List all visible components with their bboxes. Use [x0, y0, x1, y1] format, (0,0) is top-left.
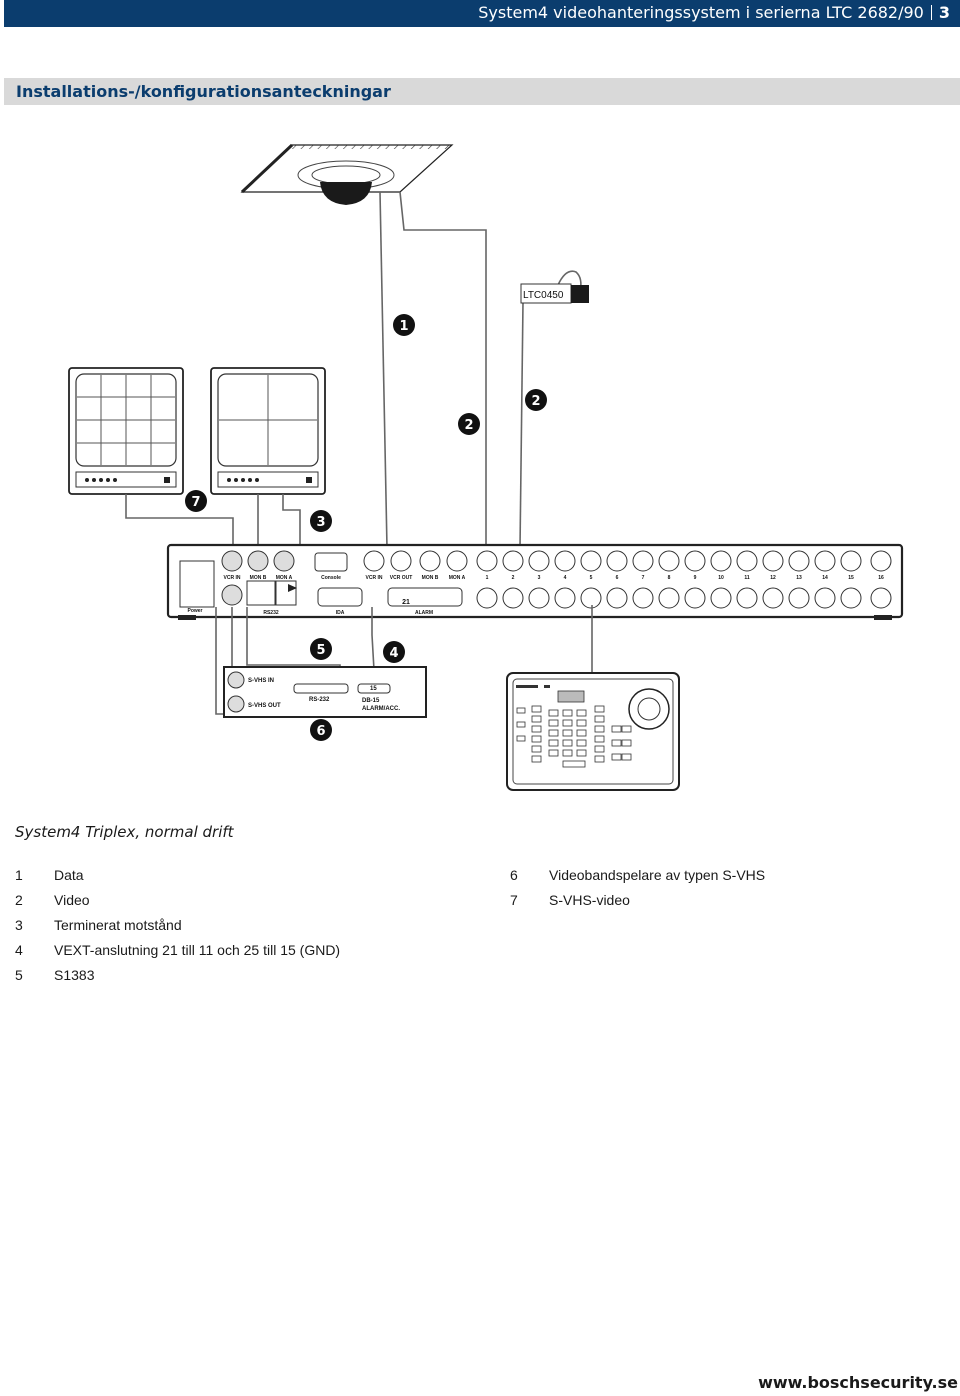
legend-text: Video	[54, 892, 90, 908]
legend-number: 1	[15, 867, 23, 883]
svg-text:2: 2	[464, 418, 473, 433]
console-keyboard	[506, 672, 680, 791]
wiring-diagram: LTC0450 1 2 2 7 3 5 4 6	[68, 143, 904, 791]
svg-text:IDA: IDA	[336, 610, 345, 616]
legend-text: VEXT-anslutning 21 till 11 och 25 till 1…	[54, 942, 341, 958]
svg-text:S-VHS OUT: S-VHS OUT	[248, 703, 281, 709]
figure-caption: System4 Triplex, normal drift	[15, 823, 234, 841]
svg-text:11: 11	[744, 575, 750, 581]
keypad-device: LTC0450	[520, 283, 589, 304]
svg-text:VCR IN: VCR IN	[224, 575, 241, 581]
svg-text:16: 16	[878, 575, 884, 581]
svg-text:1: 1	[399, 319, 408, 334]
callout-5: 5	[310, 638, 332, 660]
footer-url[interactable]: www.boschsecurity.se	[758, 1373, 958, 1392]
svg-text:VCR OUT: VCR OUT	[390, 575, 413, 581]
legend-item: 4 VEXT-anslutning 21 till 11 och 25 till …	[15, 939, 340, 964]
legend-item: 6 Videobandspelare av typen S-VHS	[510, 864, 765, 889]
callout-1: 1	[393, 314, 415, 336]
legend-number: 3	[15, 917, 23, 933]
svg-text:VCR IN: VCR IN	[366, 575, 383, 581]
svg-text:5: 5	[590, 575, 593, 581]
legend-text: Videobandspelare av typen S-VHS	[549, 867, 766, 883]
svg-text:MON A: MON A	[449, 575, 466, 581]
legend-text: S1383	[54, 967, 95, 983]
svg-text:7: 7	[642, 575, 645, 581]
legend-item: 7 S-VHS-video	[510, 889, 765, 914]
svg-text:RS-232: RS-232	[309, 697, 330, 703]
legend-number: 2	[15, 892, 23, 908]
callout-6: 6	[310, 719, 332, 741]
svg-text:RS232: RS232	[263, 610, 279, 616]
header-separator	[930, 5, 932, 20]
svg-text:MON B: MON B	[422, 575, 439, 581]
svg-text:S-VHS IN: S-VHS IN	[248, 678, 274, 684]
monitor-2	[210, 367, 326, 495]
svg-text:15: 15	[848, 575, 854, 581]
svg-text:12: 12	[770, 575, 776, 581]
svg-text:Console: Console	[321, 575, 341, 581]
legend-left: 1 Data 2 Video 3 Terminerat motstånd 4 VEXT-…	[15, 864, 340, 989]
legend-text: S-VHS-video	[549, 892, 630, 908]
svg-text:3: 3	[316, 515, 325, 530]
svg-text:7: 7	[191, 495, 200, 510]
svg-text:MON A: MON A	[276, 575, 293, 581]
callout-2b: 2	[525, 389, 547, 411]
legend-number: 6	[510, 867, 518, 883]
legend-item: 3 Terminerat motstånd	[15, 914, 340, 939]
legend-item: 2 Video	[15, 889, 340, 914]
legend-number: 7	[510, 892, 518, 908]
legend-number: 4	[15, 942, 23, 958]
svg-text:ALARM: ALARM	[415, 610, 433, 616]
svg-text:DB-15: DB-15	[362, 698, 380, 704]
callout-7: 7	[185, 490, 207, 512]
svg-text:Power: Power	[187, 608, 202, 614]
callout-3: 3	[310, 510, 332, 532]
legend-text: Terminerat motstånd	[54, 917, 182, 933]
header-bar: System4 videohanteringssystem i serierna…	[4, 0, 960, 27]
svg-text:4: 4	[564, 575, 567, 581]
svg-text:13: 13	[796, 575, 802, 581]
svg-text:9: 9	[694, 575, 697, 581]
svg-text:14: 14	[822, 575, 828, 581]
section-bar: Installations-/konfigurationsanteckninga…	[4, 78, 960, 105]
legend-right: 6 Videobandspelare av typen S-VHS 7 S-VHS-…	[510, 864, 765, 914]
monitor-1	[68, 367, 184, 495]
legend-item: 1 Data	[15, 864, 340, 889]
svg-text:3: 3	[538, 575, 541, 581]
header-title: System4 videohanteringssystem i serierna…	[478, 3, 924, 22]
svg-text:10: 10	[718, 575, 724, 581]
legend-number: 5	[15, 967, 23, 983]
legend-item: 5 S1383	[15, 964, 340, 989]
svg-text:2: 2	[512, 575, 515, 581]
svg-text:6: 6	[616, 575, 619, 581]
page-number: 3	[938, 3, 950, 22]
dome-camera	[240, 143, 454, 205]
svg-text:21: 21	[402, 599, 410, 606]
callout-4: 4	[383, 641, 405, 663]
section-title: Installations-/konfigurationsanteckninga…	[16, 82, 391, 101]
keypad-label: LTC0450	[523, 290, 564, 301]
svg-text:ALARM/ACC.: ALARM/ACC.	[362, 706, 400, 712]
svg-text:MON B: MON B	[250, 575, 267, 581]
svg-text:15: 15	[370, 686, 377, 692]
legend-text: Data	[54, 867, 84, 883]
rear-panel: VCR IN MON B MON A Console VCR IN VCR OU…	[166, 543, 904, 620]
svhs-vcr: S-VHS IN S-VHS OUT RS-232 15 DB-15 ALARM…	[223, 666, 427, 718]
header-title-row: System4 videohanteringssystem i serierna…	[478, 3, 950, 23]
svg-text:6: 6	[316, 724, 325, 739]
callout-2a: 2	[458, 413, 480, 435]
svg-text:2: 2	[531, 394, 540, 409]
svg-text:4: 4	[389, 646, 398, 661]
svg-text:1: 1	[486, 575, 489, 581]
svg-text:8: 8	[668, 575, 671, 581]
svg-text:5: 5	[316, 643, 325, 658]
